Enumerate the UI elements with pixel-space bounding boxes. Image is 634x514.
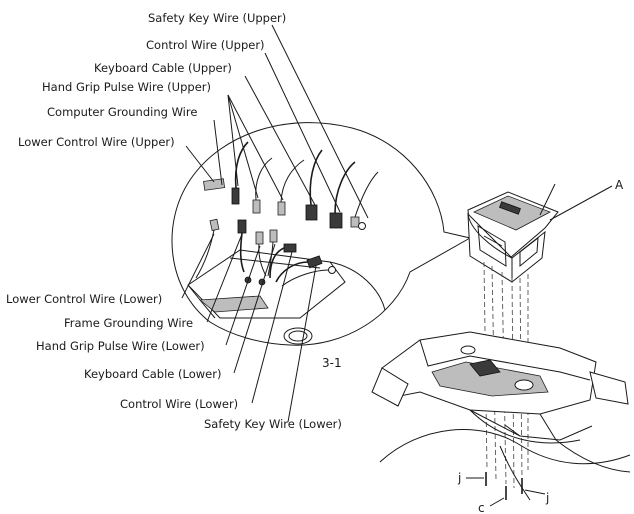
label-safety-key-wire-upper: Safety Key Wire (Upper)	[148, 11, 286, 25]
upper-wires	[234, 141, 379, 218]
leader-lines	[181, 24, 369, 423]
treadmill-frame	[371, 331, 629, 441]
bubble-frame	[187, 249, 386, 345]
callout-j-left: j	[457, 471, 461, 485]
break-curves	[379, 409, 631, 501]
upper-connectors	[203, 178, 366, 230]
lower-connectors	[195, 218, 336, 287]
label-keyboard-cable-lower: Keyboard Cable (Lower)	[84, 367, 221, 381]
label-control-wire-lower: Control Wire (Lower)	[120, 397, 238, 411]
label-control-wire-upper: Control Wire (Upper)	[146, 38, 265, 52]
callout-a-leader	[549, 185, 613, 221]
label-lower-control-wire-upper: Lower Control Wire (Upper)	[18, 135, 175, 149]
label-hand-grip-pulse-wire-upper: Hand Grip Pulse Wire (Upper)	[42, 80, 211, 94]
console-unit	[467, 183, 559, 284]
label-safety-key-wire-lower: Safety Key Wire (Lower)	[204, 417, 342, 431]
fasteners	[466, 472, 546, 507]
label-frame-grounding-wire: Frame Grounding Wire	[64, 316, 193, 330]
figure-number: 3-1	[322, 356, 342, 370]
label-keyboard-cable-upper: Keyboard Cable (Upper)	[94, 61, 232, 75]
callout-a: A	[615, 178, 624, 192]
callout-j-right: j	[545, 491, 549, 505]
callout-labels: Safety Key Wire (Upper) Control Wire (Up…	[6, 11, 342, 431]
label-lower-control-wire-lower: Lower Control Wire (Lower)	[6, 292, 162, 306]
label-hand-grip-pulse-wire-lower: Hand Grip Pulse Wire (Lower)	[36, 339, 205, 353]
detail-bubble	[171, 122, 472, 346]
label-computer-grounding-wire: Computer Grounding Wire	[47, 105, 197, 119]
callout-c: c	[478, 501, 485, 514]
